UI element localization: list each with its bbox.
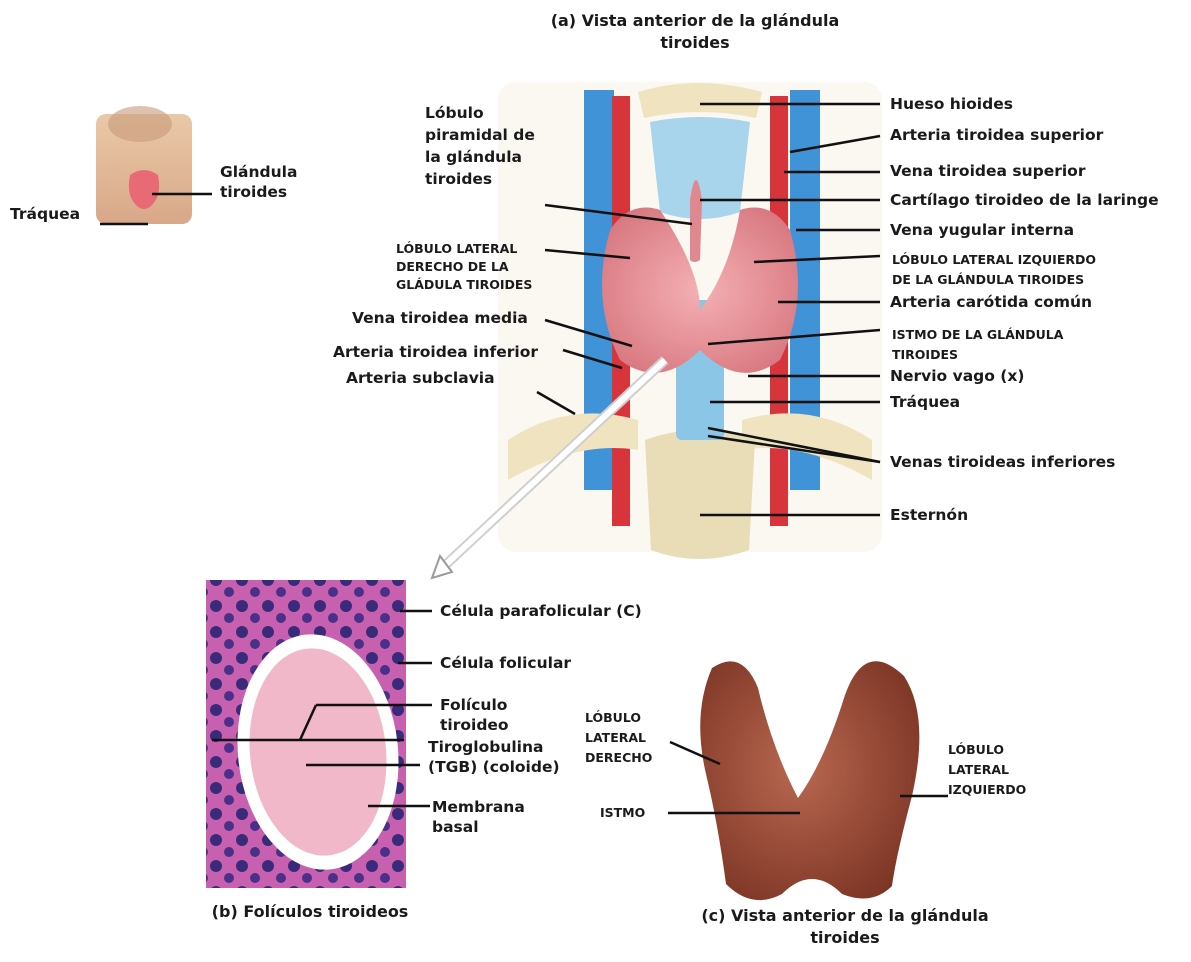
label-middle-thyroid-vein: Vena tiroidea media — [352, 308, 528, 328]
histology-panel — [206, 580, 410, 888]
gland-photo — [700, 661, 919, 900]
sternum-shape — [645, 430, 755, 559]
pyramidal-lobe-shape — [690, 180, 702, 262]
label-trachea: Tráquea — [890, 392, 960, 412]
label-thyroglobulin: Tiroglobulina (TGB) (coloide) — [428, 737, 560, 777]
label-basement-membrane: Membrana basal — [432, 797, 525, 837]
label-hyoid-bone: Hueso hioides — [890, 94, 1013, 114]
label-inferior-thyroid-artery: Arteria tiroidea inferior — [333, 342, 538, 362]
neck-thumbnail — [96, 106, 192, 224]
label-pyramidal-lobe: Lóbulo piramidal de la glándula tiroides — [425, 102, 535, 190]
label-follicular-cell: Célula folicular — [440, 653, 571, 673]
label-right-lateral-lobe: LÓBULO LATERAL DERECHO DE LA GLÁDULA TIR… — [396, 240, 532, 294]
label-thumbnail-gland: Glándula tiroides — [220, 162, 297, 202]
label-superior-thyroid-vein: Vena tiroidea superior — [890, 161, 1085, 181]
label-parafollicular-cell: Célula parafolicular (C) — [440, 601, 642, 621]
label-inferior-thyroid-veins: Venas tiroideas inferiores — [890, 452, 1115, 472]
label-photo-right-lobe: LÓBULO LATERAL DERECHO — [585, 708, 652, 768]
label-thyroid-follicle: Folículo tiroideo — [440, 695, 509, 735]
label-thumbnail-trachea: Tráquea — [10, 204, 80, 224]
label-vagus-nerve: Nervio vago (x) — [890, 366, 1024, 386]
label-superior-thyroid-artery: Arteria tiroidea superior — [890, 125, 1103, 145]
label-sternum: Esternón — [890, 505, 968, 525]
label-common-carotid: Arteria carótida común — [890, 292, 1092, 312]
label-internal-jugular-vein: Vena yugular interna — [890, 220, 1074, 240]
label-photo-left-lobe: LÓBULO LATERAL IZQUIERDO — [948, 740, 1026, 800]
label-photo-isthmus: ISTMO — [600, 805, 645, 821]
label-subclavian-artery: Arteria subclavia — [346, 368, 495, 388]
label-isthmus: ISTMO DE LA GLÁNDULA TIROIDES — [892, 325, 1063, 365]
label-left-lateral-lobe: LÓBULO LATERAL IZQUIERDO DE LA GLÁNDULA … — [892, 250, 1096, 290]
label-thyroid-cartilage: Cartílago tiroideo de la laringe — [890, 190, 1159, 210]
